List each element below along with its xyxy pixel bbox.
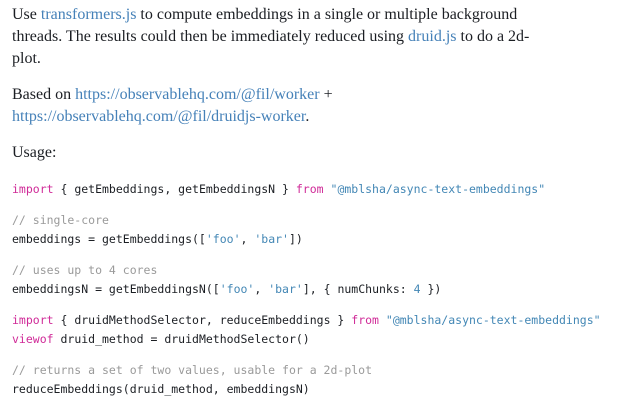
code-line: // returns a set of two values, usable f… — [12, 361, 628, 380]
prose-text: threads. The results could then be immed… — [12, 28, 409, 45]
code-token-cmt: // returns a set of two values, usable f… — [12, 363, 373, 377]
code-token-pln: reduceEmbeddings(druid_method, embedding… — [12, 382, 310, 396]
code-line: import { druidMethodSelector, reduceEmbe… — [12, 311, 628, 330]
link-druid-js[interactable]: druid.js — [408, 28, 457, 45]
code-section: import { getEmbeddings, getEmbeddingsN }… — [12, 180, 628, 399]
prose-text: plot. — [12, 50, 41, 67]
prose-text: to do a 2d- — [456, 28, 530, 45]
code-token-cmt: // single-core — [12, 213, 109, 227]
code-block-import-druid: import { druidMethodSelector, reduceEmbe… — [12, 311, 628, 349]
code-token-pln: , — [240, 232, 255, 246]
code-token-pln: embeddings = getEmbeddings([ — [12, 232, 206, 246]
code-token-pln: embeddingsN = getEmbeddingsN([ — [12, 282, 220, 296]
prose-text: Usage: — [12, 144, 57, 161]
code-token-kw: from — [295, 182, 324, 196]
usage-label: Usage: — [12, 142, 612, 164]
code-token-pln: druid_method = druidMethodSelector() — [53, 332, 310, 346]
prose-text: Use — [12, 6, 41, 23]
prose-text: + — [319, 86, 333, 103]
code-token-str: 'bar' — [268, 282, 303, 296]
code-block-reduce: // returns a set of two values, usable f… — [12, 361, 628, 399]
link-fil-worker[interactable]: https://observablehq.com/@fil/worker — [75, 86, 320, 103]
code-token-str: 'bar' — [254, 232, 289, 246]
code-token-pln — [324, 182, 331, 196]
code-token-pln: ]) — [288, 232, 303, 246]
code-line: // uses up to 4 cores — [12, 261, 628, 280]
code-token-pln: { druidMethodSelector, reduceEmbeddings … — [53, 313, 352, 327]
code-token-pln — [379, 313, 386, 327]
code-token-str: 'foo' — [205, 232, 241, 246]
link-transformers-js[interactable]: transformers.js — [40, 6, 137, 23]
code-line: reduceEmbeddings(druid_method, embedding… — [12, 380, 628, 399]
intro-paragraph: Use transformers.js to compute embedding… — [12, 4, 612, 70]
based-on-paragraph: Based on https://observablehq.com/@fil/w… — [12, 84, 612, 128]
code-block-multi-core: // uses up to 4 cores embeddingsN = getEm… — [12, 261, 628, 299]
code-block-import-embeddings: import { getEmbeddings, getEmbeddingsN }… — [12, 180, 628, 199]
code-token-kw: import — [12, 313, 54, 327]
prose-text: to compute embeddings in a single or mul… — [136, 6, 518, 23]
prose-section: Use transformers.js to compute embedding… — [12, 4, 628, 164]
prose-text: . — [305, 108, 310, 125]
code-block-single-core: // single-core embeddings = getEmbeddings… — [12, 211, 628, 249]
code-token-cmt: // uses up to 4 cores — [12, 263, 158, 277]
prose-text: Based on — [12, 86, 76, 103]
code-line: embeddingsN = getEmbeddingsN(['foo', 'ba… — [12, 280, 628, 299]
code-line: // single-core — [12, 211, 628, 230]
code-token-pln: , — [254, 282, 269, 296]
code-token-str: "@mblsha/async-text-embeddings" — [385, 313, 601, 327]
code-token-num: 4 — [413, 282, 421, 296]
code-token-kw: from — [351, 313, 379, 327]
code-line: embeddings = getEmbeddings(['foo', 'bar'… — [12, 230, 628, 249]
code-token-pln: ], { numChunks: — [302, 282, 414, 296]
link-fil-druidjs-worker[interactable]: https://observablehq.com/@fil/druidjs-wo… — [12, 108, 306, 125]
code-line: viewof druid_method = druidMethodSelecto… — [12, 330, 628, 349]
code-token-kw: import — [12, 182, 54, 196]
code-token-kw: viewof — [12, 332, 54, 346]
code-token-str: "@mblsha/async-text-embeddings" — [330, 182, 546, 196]
code-token-str: 'foo' — [219, 282, 255, 296]
code-token-pln: }) — [420, 282, 442, 296]
code-line: import { getEmbeddings, getEmbeddingsN }… — [12, 180, 628, 199]
code-token-pln: { getEmbeddings, getEmbeddingsN } — [53, 182, 296, 196]
